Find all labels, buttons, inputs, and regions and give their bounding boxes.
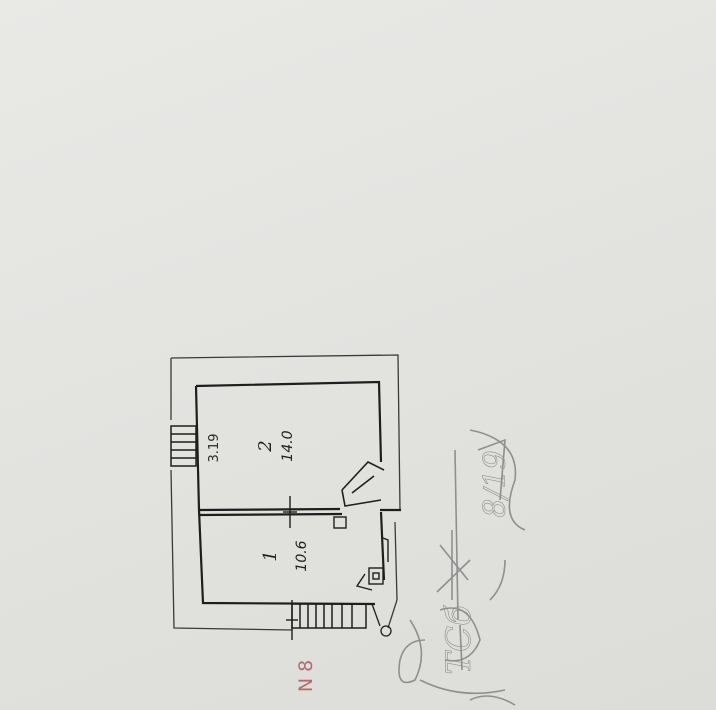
room-2-area: 14.0	[280, 430, 296, 461]
door-swing	[341, 461, 385, 507]
dimension-width-label: 3.19	[207, 434, 222, 463]
room-1-number: 1	[260, 550, 281, 561]
room-1-area: 10.6	[294, 540, 310, 571]
axis-marks	[283, 496, 298, 640]
handwritten-note-2: 8/19	[478, 450, 513, 517]
handwritten-notes	[398, 429, 526, 706]
handwritten-note-1: ТСб	[439, 605, 479, 675]
sheet-number: N 8	[295, 660, 317, 692]
stairs-left	[170, 425, 197, 467]
room-2-number: 2	[255, 440, 276, 452]
stove-icon	[333, 516, 347, 529]
outer-border	[170, 354, 401, 631]
entrance-marker	[371, 603, 392, 637]
sink-icon	[368, 567, 384, 585]
fixtures	[333, 516, 389, 591]
stairs-bottom	[291, 603, 367, 629]
